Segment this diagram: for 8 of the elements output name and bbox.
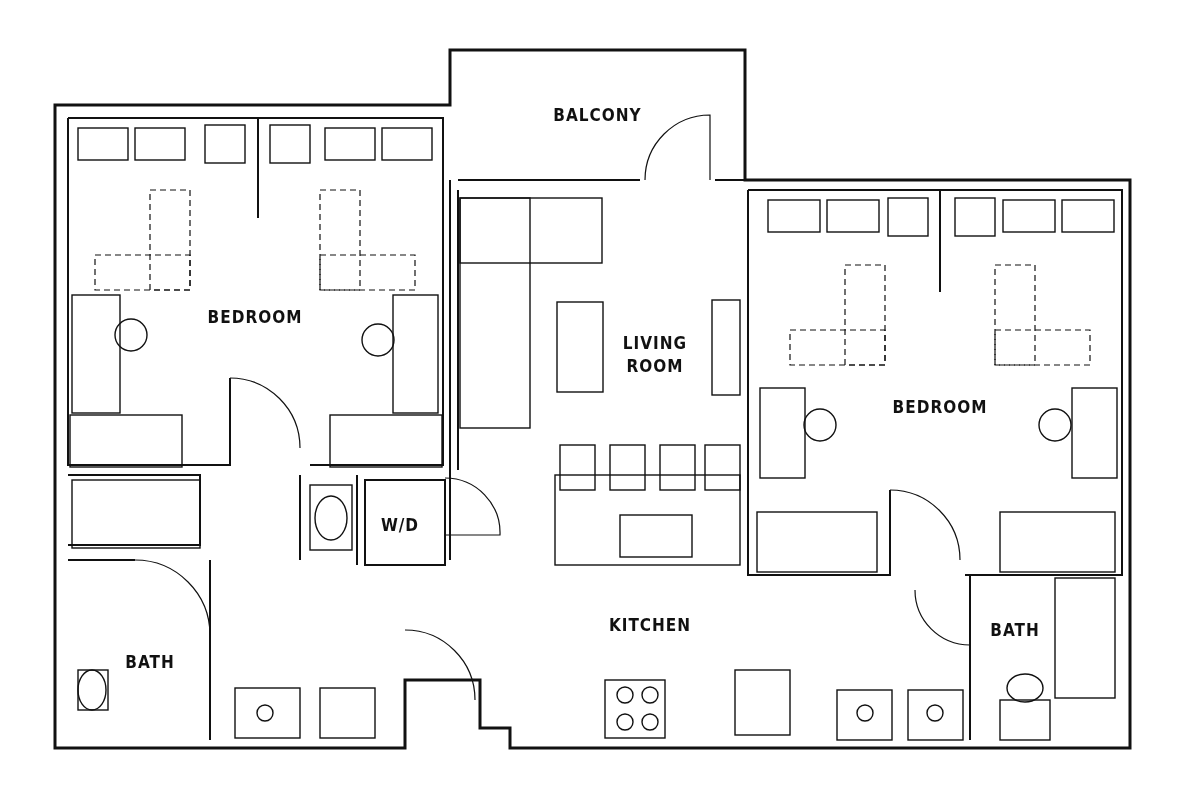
room-label: BALCONY	[553, 103, 642, 127]
room-label: BEDROOM	[207, 306, 303, 329]
room-label: BATH	[125, 651, 175, 674]
room-label: BATH	[990, 618, 1040, 642]
room-label: BEDROOM	[892, 396, 988, 419]
room-label: KITCHEN	[608, 613, 692, 637]
room-label: W/D	[380, 513, 420, 537]
room-label: LIVING ROOM	[621, 332, 689, 378]
